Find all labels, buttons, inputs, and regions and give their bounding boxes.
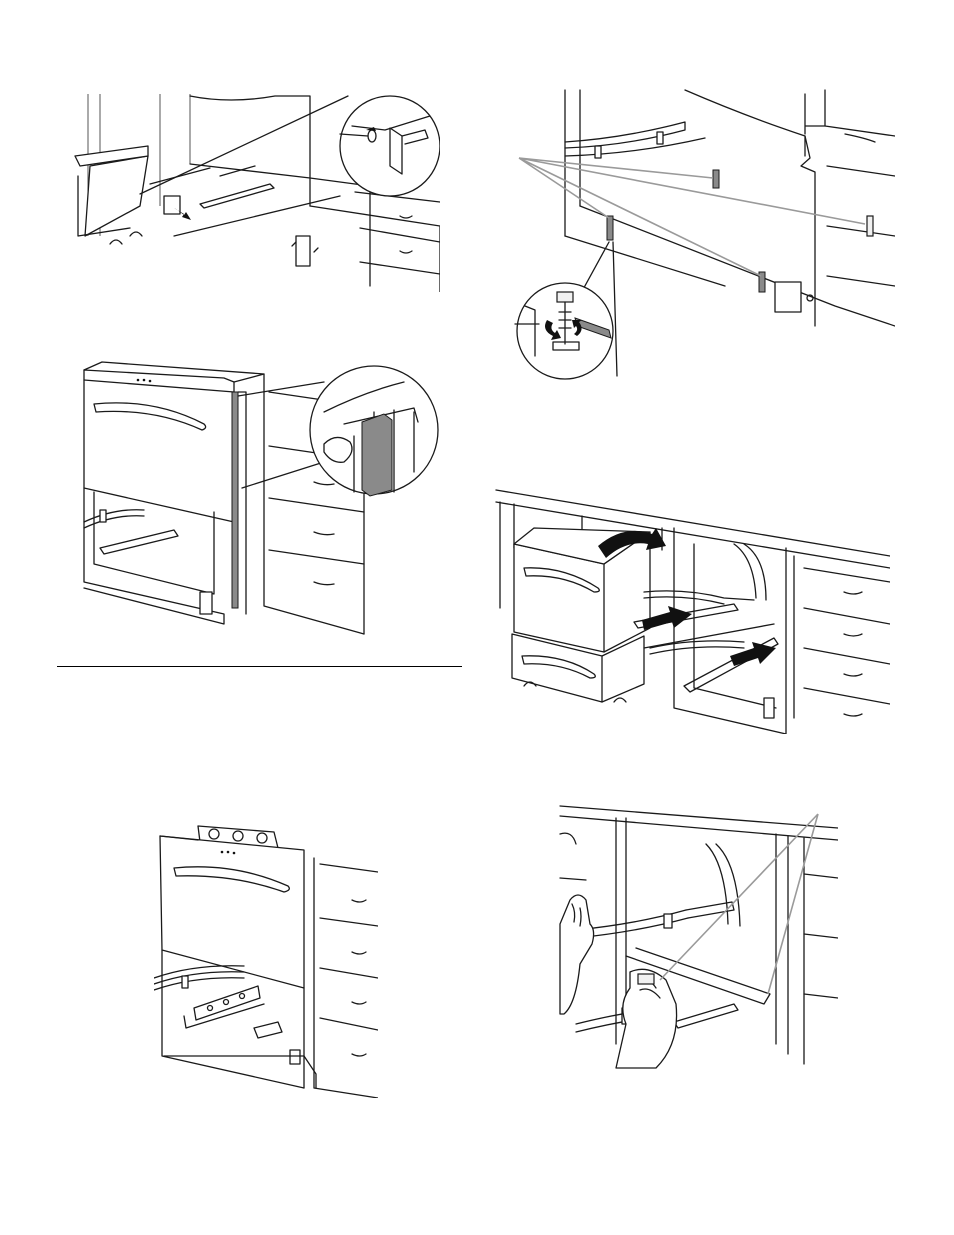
- leveling-legs-illustration: [505, 86, 895, 386]
- figure-level-check: [154, 818, 378, 1098]
- figure-side-trim: [74, 352, 444, 644]
- figure-secure-hoses: [556, 804, 838, 1070]
- remove-bracket-illustration: [70, 86, 440, 292]
- figure-insert-drawer: [494, 488, 890, 734]
- level-check-illustration: [154, 818, 378, 1098]
- figure-leveling-legs: [505, 86, 895, 386]
- insert-drawer-illustration: [494, 488, 890, 734]
- secure-hoses-illustration: [556, 804, 838, 1070]
- section-divider: [57, 666, 462, 667]
- side-trim-illustration: [74, 352, 444, 644]
- figure-remove-bracket: [70, 86, 440, 292]
